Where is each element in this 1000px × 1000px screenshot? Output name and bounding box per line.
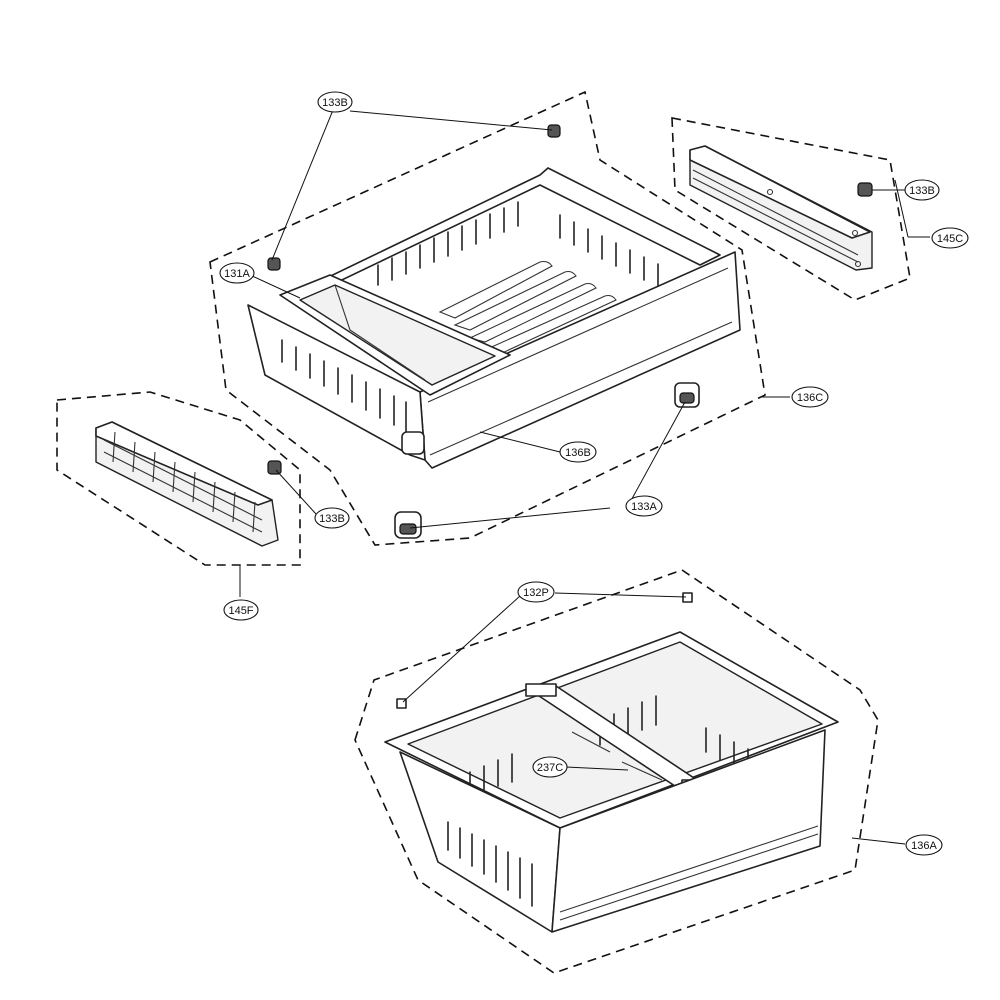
lower-basket-front-slots [447, 821, 533, 907]
clip-133B-right [857, 182, 873, 197]
lower-basket-136A [384, 631, 839, 933]
pads-132P [396, 592, 693, 709]
callout-237C: 237C [532, 756, 568, 778]
group-outlines [56, 90, 911, 974]
svg-text:133B: 133B [909, 185, 935, 197]
callout-133B-top: 133B [317, 91, 353, 113]
rail-145F [95, 421, 279, 547]
right-rail-group-outline [671, 117, 911, 301]
svg-text:133A: 133A [631, 501, 657, 513]
upper-drawer-group-outline [209, 90, 766, 546]
rail-145F-grid [103, 431, 263, 533]
upper-drawer-136B [247, 167, 741, 469]
callout-132P: 132P [517, 581, 555, 603]
svg-text:133B: 133B [322, 97, 348, 109]
callout-131A: 131A [219, 262, 255, 284]
clip-133A-right [674, 382, 700, 408]
callout-136B: 136B [559, 441, 597, 463]
callout-145C: 145C [931, 227, 969, 249]
callout-133B-left: 133B [314, 507, 350, 529]
left-rail-group-outline [56, 391, 301, 566]
rail-145C [689, 145, 873, 271]
svg-text:136B: 136B [565, 447, 591, 459]
svg-text:145C: 145C [937, 233, 963, 245]
callout-133A: 133A [625, 495, 663, 517]
callout-145F: 145F [223, 599, 259, 621]
clip-133A-left [394, 511, 422, 539]
callout-136A: 136A [905, 834, 943, 856]
leader-lines [239, 109, 930, 845]
clip-133B-top [547, 124, 561, 138]
svg-text:136A: 136A [911, 840, 937, 852]
pad-132P-left [396, 698, 407, 709]
svg-text:131A: 131A [224, 268, 250, 280]
svg-text:136C: 136C [797, 392, 823, 404]
svg-text:237C: 237C [537, 762, 563, 774]
lower-basket-bottom-ribs [559, 825, 819, 921]
callout-133B-right: 133B [904, 179, 940, 201]
pad-132P-right [682, 592, 693, 603]
callouts: 133B 133B 145C 131A 136C 136B 133A 133B [219, 91, 969, 856]
upper-drawer-side-slots [281, 339, 407, 433]
svg-text:132P: 132P [523, 587, 549, 599]
svg-text:133B: 133B [319, 513, 345, 525]
clips-133A [394, 382, 700, 539]
upper-drawer-back-slots [377, 201, 659, 288]
clips-133B [267, 124, 873, 475]
svg-text:145F: 145F [228, 605, 253, 617]
insert-131A [279, 274, 511, 396]
lower-basket-inner-slots [469, 695, 749, 796]
clip-133B-left [267, 460, 282, 475]
callout-136C: 136C [791, 386, 829, 408]
clip-133B-mid [267, 257, 281, 271]
lower-basket-group-outline [354, 569, 879, 974]
upper-drawer-floor-ribs [438, 260, 617, 355]
